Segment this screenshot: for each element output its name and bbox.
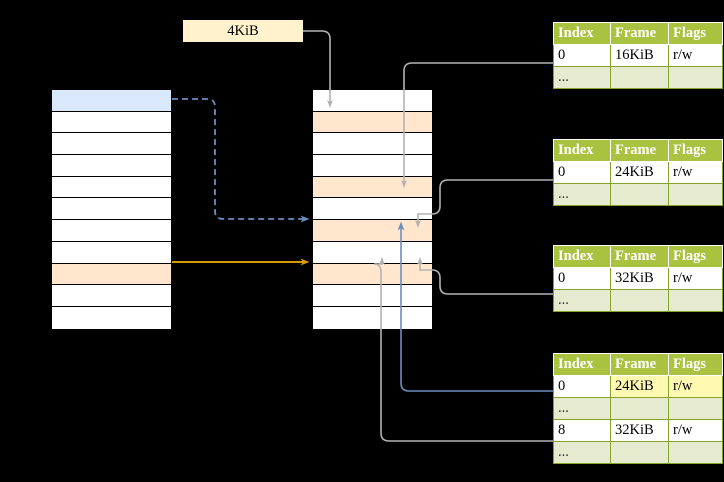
table-row: ... — [553, 66, 723, 89]
page-size-label: 4KiB — [183, 20, 303, 42]
table-cell-frame: 32KiB — [610, 267, 669, 290]
column-header-index: Index — [553, 22, 611, 45]
table-cell-frame — [610, 183, 669, 206]
table-row: ... — [553, 183, 723, 206]
physical-frame-row — [313, 241, 432, 264]
column-header-frame: Frame — [610, 353, 669, 376]
physical-frame-row — [313, 176, 432, 199]
table-row: ... — [553, 441, 723, 464]
table-cell-flags: r/w — [668, 161, 723, 184]
physical-frame-row — [313, 133, 432, 156]
table-cell-index: 0 — [553, 267, 611, 290]
table-cell-index: ... — [553, 66, 611, 89]
virtual-address-space-column — [51, 89, 172, 329]
table-row: ... — [553, 397, 723, 420]
column-header-index: Index — [553, 139, 611, 162]
table-cell-flags — [668, 66, 723, 89]
column-header-flags: Flags — [668, 22, 723, 45]
table-cell-flags: r/w — [668, 267, 723, 290]
column-header-flags: Flags — [668, 139, 723, 162]
column-header-flags: Flags — [668, 353, 723, 376]
table-cell-flags — [668, 441, 723, 464]
wire-table3-to-physical — [417, 257, 553, 295]
table-cell-index: ... — [553, 289, 611, 312]
column-header-index: Index — [553, 245, 611, 268]
virtual-page-row — [52, 133, 171, 156]
virtual-page-row — [52, 241, 171, 264]
table-cell-index: 0 — [553, 44, 611, 67]
wire-virtual-to-physical-dashed — [172, 98, 310, 223]
table-cell-frame: 16KiB — [610, 44, 669, 67]
table-cell-frame — [610, 66, 669, 89]
virtual-page-row — [52, 198, 171, 221]
column-header-frame: Frame — [610, 139, 669, 162]
table-cell-index: ... — [553, 397, 611, 420]
table-cell-index: ... — [553, 183, 611, 206]
physical-frame-row — [313, 198, 432, 221]
physical-frame-row — [313, 155, 432, 177]
physical-frame-row — [313, 90, 432, 112]
physical-memory-column — [312, 89, 433, 329]
column-header-frame: Frame — [610, 22, 669, 45]
table-cell-flags — [668, 289, 723, 312]
virtual-page-row — [52, 220, 171, 242]
virtual-page-row — [52, 176, 171, 199]
table-cell-flags: r/w — [668, 419, 723, 442]
column-header-index: Index — [553, 353, 611, 376]
table-cell-frame: 24KiB — [610, 375, 669, 398]
physical-frame-row — [313, 306, 432, 329]
virtual-page-row — [52, 306, 171, 329]
column-header-frame: Frame — [610, 245, 669, 268]
wire-table2-to-physical — [415, 179, 553, 228]
table-cell-flags: r/w — [668, 44, 723, 67]
virtual-page-row — [52, 90, 171, 112]
physical-frame-row — [313, 111, 432, 134]
virtual-page-row — [52, 155, 171, 177]
virtual-page-row — [52, 285, 171, 307]
physical-frame-row — [313, 263, 432, 286]
table-cell-index: 8 — [553, 419, 611, 442]
physical-frame-row — [313, 285, 432, 307]
physical-frame-row — [313, 220, 432, 242]
table-cell-frame — [610, 397, 669, 420]
table-cell-frame: 32KiB — [610, 419, 669, 442]
table-cell-index: 0 — [553, 375, 611, 398]
table-cell-flags — [668, 397, 723, 420]
table-cell-flags — [668, 183, 723, 206]
table-cell-frame: 24KiB — [610, 161, 669, 184]
table-cell-frame — [610, 289, 669, 312]
virtual-page-row — [52, 111, 171, 134]
table-cell-frame — [610, 441, 669, 464]
table-cell-index: ... — [553, 441, 611, 464]
column-header-flags: Flags — [668, 245, 723, 268]
virtual-page-row — [52, 263, 171, 286]
table-cell-flags: r/w — [668, 375, 723, 398]
table-cell-index: 0 — [553, 161, 611, 184]
table-row: ... — [553, 289, 723, 312]
